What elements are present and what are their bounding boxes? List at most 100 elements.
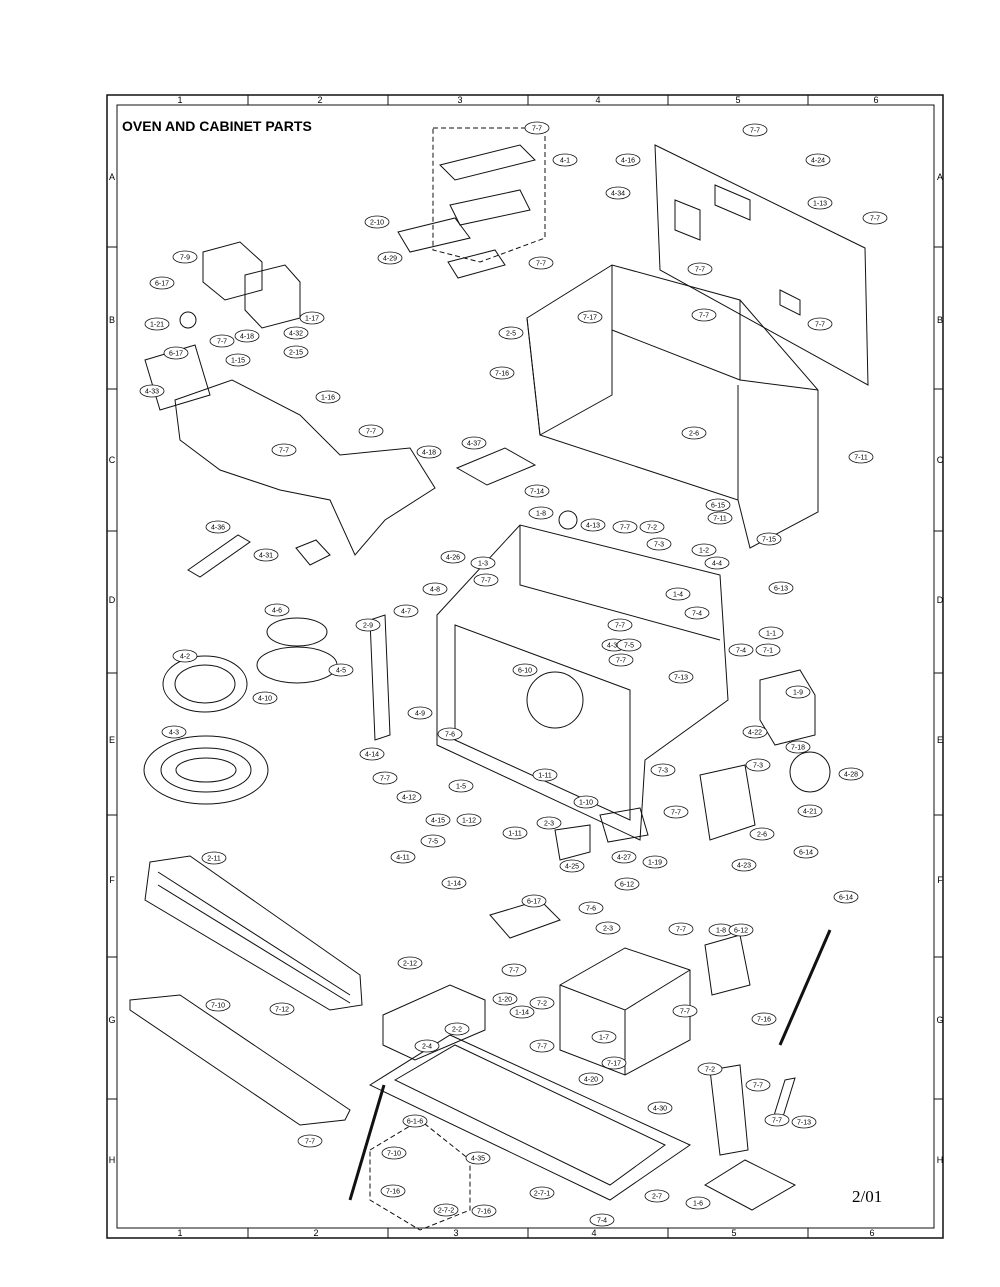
callout-bubble	[473, 573, 499, 587]
callout-label: 7-3	[753, 763, 763, 770]
callout-label: 7-7	[815, 322, 825, 329]
magnetron	[759, 669, 816, 746]
callout-bubble	[668, 922, 694, 936]
callout-bubble	[646, 537, 672, 551]
callout-label: 4-10	[258, 696, 272, 703]
part-callout: 2-11	[201, 851, 227, 865]
callout-label: 1-13	[813, 201, 827, 208]
callout-bubble	[805, 153, 831, 167]
part-callout: 4-27	[611, 850, 637, 864]
callout-bubble	[205, 998, 231, 1012]
col-label-bottom-6: 6	[869, 1228, 874, 1238]
callout-bubble	[358, 424, 384, 438]
callout-label: 7-7	[615, 623, 625, 630]
callout-bubble	[456, 813, 482, 827]
callout-bubble	[283, 326, 309, 340]
callout-label: 7-7	[671, 810, 681, 817]
callout-label: 7-7	[616, 658, 626, 665]
part-callout: 4-34	[605, 186, 631, 200]
transformer	[704, 934, 751, 996]
part-callout: 7-6	[437, 727, 463, 741]
col-label-top-1: 1	[177, 95, 182, 105]
callout-label: 7-7	[305, 1139, 315, 1146]
callout-bubble	[705, 498, 731, 512]
col-label-top-6: 6	[873, 95, 878, 105]
part-callout: 6-14	[833, 890, 859, 904]
col-label-bottom-5: 5	[731, 1228, 736, 1238]
part-callout: 7-3	[650, 763, 676, 777]
callout-label: 4-31	[259, 553, 273, 560]
callout-label: 4-16	[621, 158, 635, 165]
callout-bubble	[269, 1002, 295, 1016]
col-label-bottom-2: 2	[313, 1228, 318, 1238]
callout-label: 4-26	[446, 555, 460, 562]
callout-bubble	[578, 1072, 604, 1086]
part-callout: 4-8	[422, 582, 448, 596]
part-callout: 4-25	[559, 859, 585, 873]
part-callout: 1-9	[785, 685, 811, 699]
control-panel	[144, 855, 363, 1011]
part-callout: 7-2	[529, 996, 555, 1010]
col-label-bottom-4: 4	[591, 1228, 596, 1238]
part-callout: 2-6	[681, 426, 707, 440]
callout-label: 1-11	[508, 831, 522, 838]
callout-bubble	[768, 581, 794, 595]
roller-ring	[162, 655, 248, 713]
part-callout: 6-15	[705, 498, 731, 512]
callout-bubble	[848, 450, 874, 464]
part-callout: 7-7	[663, 805, 689, 819]
callout-label: 2-6	[689, 431, 699, 438]
fan-motor	[202, 241, 263, 301]
callout-label: 7-7	[536, 261, 546, 268]
callout-label: 4-21	[803, 809, 817, 816]
callout-bubble	[528, 506, 554, 520]
part-callout: 1-20	[492, 992, 518, 1006]
part-drawings	[129, 127, 869, 1231]
part-callout: 4-37	[461, 436, 487, 450]
part-callout: 6-14	[793, 845, 819, 859]
part-callout: 1-4	[665, 587, 691, 601]
door-strip	[129, 994, 351, 1126]
part-callout: 7-16	[380, 1184, 406, 1198]
part-callout: 1-19	[642, 855, 668, 869]
part-callout: 7-7	[297, 1134, 323, 1148]
part-callout: 7-7	[529, 1039, 555, 1053]
callout-bubble	[461, 436, 487, 450]
callout-bubble	[758, 626, 784, 640]
part-callout: 4-4	[704, 556, 730, 570]
callout-label: 7-10	[387, 1151, 401, 1158]
callout-bubble	[616, 638, 642, 652]
callout-bubble	[471, 1204, 497, 1218]
part-callout: 1-16	[315, 390, 341, 404]
callout-label: 2-10	[370, 220, 384, 227]
callout-label: 7-7	[680, 1009, 690, 1016]
callout-bubble	[578, 901, 604, 915]
callout-bubble	[209, 334, 235, 348]
callout-bubble	[791, 1115, 817, 1129]
rod-left	[348, 1084, 386, 1201]
grid-ticks	[107, 95, 943, 1238]
callout-label: 4-30	[653, 1106, 667, 1113]
callout-bubble	[685, 1196, 711, 1210]
callout-bubble	[838, 767, 864, 781]
callout-bubble	[665, 587, 691, 601]
part-callout: 7-7	[372, 771, 398, 785]
part-callout: 6-17	[521, 894, 547, 908]
callout-bubble	[642, 855, 668, 869]
callout-bubble	[745, 758, 771, 772]
turntable-support	[266, 617, 328, 647]
row-label-left-F: F	[109, 875, 115, 885]
callout-bubble	[681, 426, 707, 440]
callout-label: 6-10	[518, 668, 532, 675]
callout-label: 4-24	[811, 158, 825, 165]
callout-label: 4-20	[584, 1077, 598, 1084]
callout-label: 7-17	[607, 1061, 621, 1068]
callout-bubble	[607, 618, 633, 632]
col-label-bottom-1: 1	[177, 1228, 182, 1238]
callout-label: 1-7	[599, 1035, 609, 1042]
callout-bubble	[612, 520, 638, 534]
callout-label: 6-12	[620, 882, 634, 889]
callout-bubble	[163, 346, 189, 360]
part-callout: 7-3	[646, 537, 672, 551]
